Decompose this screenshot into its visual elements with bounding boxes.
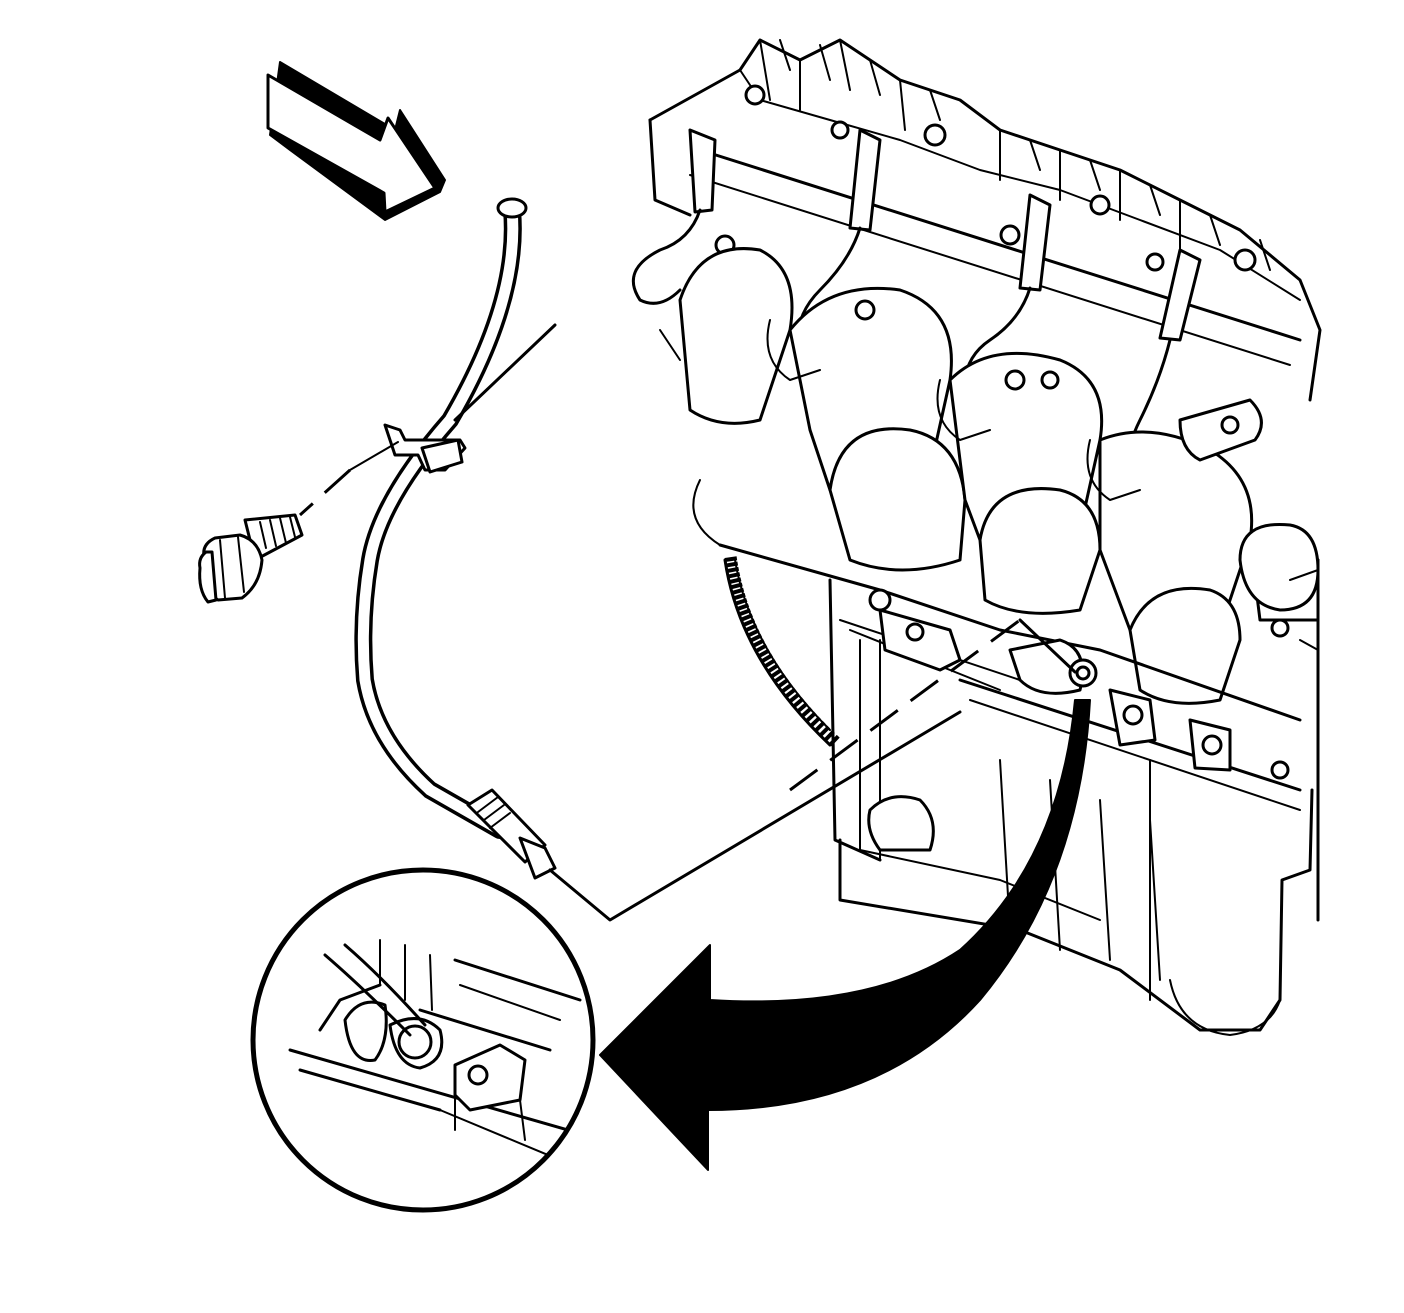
flywheel-tooth [823, 730, 835, 742]
flywheel-tooth [733, 592, 746, 601]
flywheel-tooth [828, 734, 840, 747]
flywheel-tooth [744, 623, 758, 633]
flywheel-tooth [731, 587, 745, 595]
flywheel-tooth [770, 668, 783, 679]
flywheel-tooth [742, 618, 756, 627]
detail-callout-circle [250, 867, 596, 1213]
curved-callout-arrow [599, 699, 1091, 1171]
flywheel-tooth [796, 702, 809, 713]
flywheel-tooth [814, 720, 826, 733]
flywheel-tooth [784, 687, 797, 699]
leader-lines [453, 323, 1077, 922]
flywheel-tooth [757, 648, 771, 658]
flywheel-tooth [773, 673, 786, 684]
flywheel-tooth [728, 577, 742, 584]
flywheel-tooth [760, 653, 774, 664]
direction-arrow [266, 61, 446, 221]
flywheel-tooth [736, 603, 750, 611]
flywheel-tooth [749, 633, 763, 643]
flywheel-tooth [747, 628, 760, 638]
bolt-guide-line [349, 441, 399, 471]
flywheel-tooth [738, 608, 752, 617]
flywheel-tooth [766, 663, 780, 674]
flywheel-tooth [777, 678, 790, 689]
flywheel-tooth [724, 556, 738, 562]
flywheel-tooth [730, 582, 743, 590]
flywheel-tooth [752, 638, 765, 648]
flywheel-tooth [788, 692, 801, 704]
flywheel-tooth [726, 566, 740, 574]
tube-bolt [198, 513, 304, 604]
flywheel-tooth [734, 598, 748, 606]
flywheel-tooth [754, 643, 768, 653]
flywheel-tooth [727, 572, 741, 579]
oil-level-indicator-tube [354, 197, 557, 880]
engine-block [631, 38, 1322, 1036]
flywheel-tooth [740, 613, 754, 622]
bolt-alignment-dash [298, 468, 352, 517]
flywheel [723, 556, 840, 747]
flywheel-tooth [792, 697, 805, 709]
flywheel-tooth [780, 682, 793, 694]
flywheel-tooth [809, 716, 822, 728]
flywheel-tooth [800, 706, 813, 718]
flywheel-tooth [763, 658, 777, 669]
flywheel-tooth [805, 711, 817, 723]
flywheel-tooth [725, 561, 739, 568]
flywheel-tooth [818, 725, 831, 737]
